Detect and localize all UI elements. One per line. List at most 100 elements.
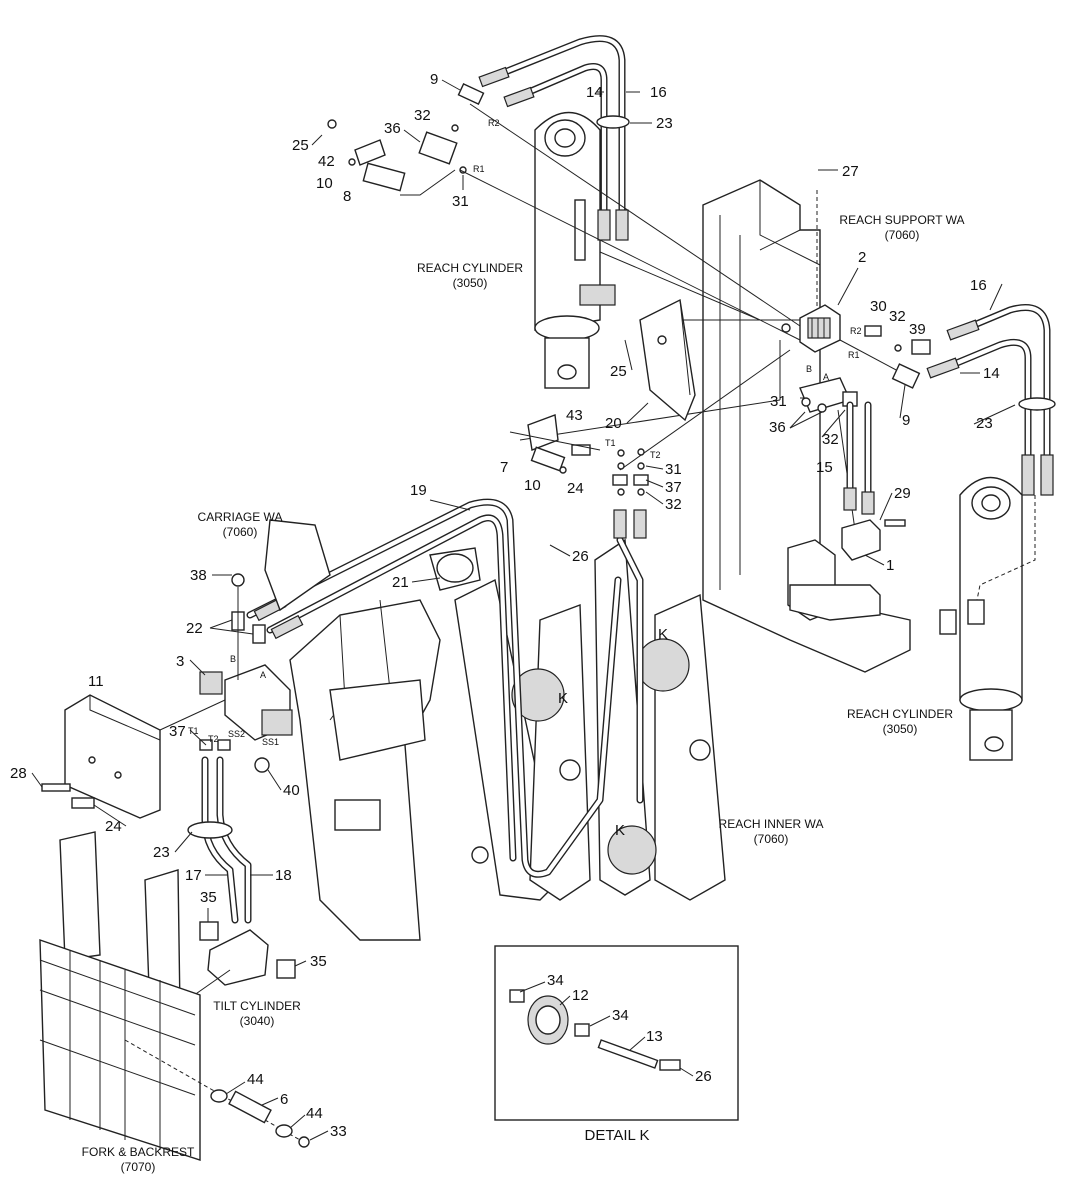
callout-k-3: K: [615, 822, 625, 839]
callout-26-mid: 26: [572, 548, 589, 565]
port-t1-mid: T1: [605, 438, 616, 448]
callout-14-right: 14: [983, 365, 1000, 382]
callout-30: 30: [870, 298, 887, 315]
port-t2-block: T2: [208, 734, 219, 744]
callout-36-mid: 36: [769, 419, 786, 436]
port-t2-mid: T2: [650, 450, 661, 460]
caption-reach-cylinder-right-1: REACH CYLINDER: [847, 707, 953, 721]
cover-11: [41, 694, 226, 819]
callout-35-left: 35: [200, 889, 217, 906]
port-b-block: B: [230, 654, 236, 664]
caption-fork-backrest-2: (7070): [121, 1160, 156, 1174]
callout-42: 42: [318, 153, 335, 170]
port-marks: R2 R1 R2 R1 B A T1 T2 B A T1 T2 SS2 SS1: [188, 118, 862, 747]
callout-43: 43: [566, 407, 583, 424]
callout-40: 40: [283, 782, 300, 799]
callout-leaders: [31, 79, 1016, 1141]
callout-35-right: 35: [310, 953, 327, 970]
callout-12: 12: [572, 987, 589, 1004]
callout-10-mid: 10: [524, 477, 541, 494]
caption-carriage-2: (7060): [223, 525, 258, 539]
pin-cluster-43: [509, 414, 601, 474]
callout-28: 28: [10, 765, 27, 782]
callout-15: 15: [816, 459, 833, 476]
callout-34-upper: 34: [547, 972, 564, 989]
callout-31-mid: 31: [770, 393, 787, 410]
callout-18: 18: [275, 867, 292, 884]
callout-14-upper: 14: [586, 84, 603, 101]
callout-k-2: K: [658, 626, 668, 643]
port-b-valve: B: [806, 364, 812, 374]
detail-k-title: DETAIL K: [584, 1127, 649, 1144]
callout-38: 38: [190, 567, 207, 584]
port-r1-upper: R1: [473, 164, 485, 174]
callout-20: 20: [605, 415, 622, 432]
callout-3: 3: [176, 653, 184, 670]
caption-fork-backrest-1: FORK & BACKREST: [82, 1145, 195, 1159]
callout-6: 6: [280, 1091, 288, 1108]
valve-block-2: [781, 304, 931, 355]
callout-34-lower: 34: [612, 1007, 629, 1024]
callout-23-upper: 23: [656, 115, 673, 132]
carriage-frame: [264, 519, 481, 941]
port-ss1: SS1: [262, 737, 279, 747]
bracket-20: [639, 298, 696, 422]
detail-k-box: [494, 945, 739, 1121]
port-a-block: A: [260, 670, 266, 680]
port-t1-block: T1: [188, 726, 199, 736]
callout-31-lower: 31: [665, 461, 682, 478]
callout-23-right: 23: [976, 415, 993, 432]
callout-32-upper: 32: [414, 107, 431, 124]
callout-22: 22: [186, 620, 203, 637]
caption-reach-cylinder-upper-1: REACH CYLINDER: [417, 261, 523, 275]
callout-32-mid: 32: [822, 431, 839, 448]
callout-37-lower: 37: [665, 479, 682, 496]
callout-44-lower: 44: [306, 1105, 323, 1122]
upper-left-fittings: [327, 82, 485, 192]
callout-39: 39: [909, 321, 926, 338]
caption-reach-cylinder-upper-2: (3050): [453, 276, 488, 290]
callout-24-left: 24: [105, 818, 122, 835]
caption-tilt-cylinder-2: (3040): [240, 1014, 275, 1028]
callout-25-upper: 25: [292, 137, 309, 154]
valve-block-3: [199, 573, 293, 773]
callout-11: 11: [88, 673, 104, 690]
hose-assembly-right: [891, 304, 1056, 496]
callout-29: 29: [894, 485, 911, 502]
caption-reach-inner-1: REACH INNER WA: [719, 817, 824, 831]
port-a-valve: A: [823, 372, 829, 382]
callout-33: 33: [330, 1123, 347, 1140]
callout-25-mid: 25: [610, 363, 627, 380]
callout-9-right: 9: [902, 412, 910, 429]
callout-31-upper: 31: [452, 193, 469, 210]
callout-9-upper: 9: [430, 71, 438, 88]
port-r1-valve: R1: [848, 350, 860, 360]
middle-fittings: [612, 377, 906, 561]
callout-19: 19: [410, 482, 427, 499]
caption-reach-cylinder-right-2: (3050): [883, 722, 918, 736]
callout-13: 13: [646, 1028, 663, 1045]
hose-assembly-tilt: [187, 756, 252, 924]
callout-8: 8: [343, 188, 351, 205]
callout-44-upper: 44: [247, 1071, 264, 1088]
port-r2-upper: R2: [488, 118, 500, 128]
hose-assembly-upper: [478, 35, 630, 241]
callout-7: 7: [500, 459, 508, 476]
callout-37-left: 37: [169, 723, 186, 740]
callout-32-right: 32: [889, 308, 906, 325]
reach-cylinder-upper: [534, 111, 616, 389]
callout-32-lower: 32: [665, 496, 682, 513]
callout-16-right: 16: [970, 277, 987, 294]
reach-inner-assembly: [246, 498, 726, 901]
callout-labels: 9 14 16 23 25 32 36 42 10 8 31 27 2 30 3…: [10, 71, 1000, 1140]
callout-17: 17: [185, 867, 202, 884]
fork-backrest: [39, 831, 310, 1161]
callout-36-upper: 36: [384, 120, 401, 137]
callout-2: 2: [858, 249, 866, 266]
reach-support-frame: [702, 179, 911, 673]
callout-24-mid: 24: [567, 480, 584, 497]
port-r2-valve: R2: [850, 326, 862, 336]
callout-10-upper: 10: [316, 175, 333, 192]
callout-27: 27: [842, 163, 859, 180]
